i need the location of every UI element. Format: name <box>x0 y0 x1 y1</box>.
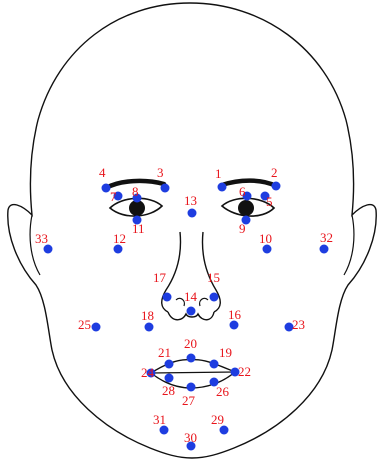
landmark-label-33: 33 <box>35 231 48 246</box>
landmark-point-28 <box>165 374 174 383</box>
landmark-label-21: 21 <box>158 345 171 360</box>
landmark-label-29: 29 <box>211 412 224 427</box>
landmark-label-3: 3 <box>157 165 164 180</box>
landmark-point-20 <box>187 354 196 363</box>
landmark-label-1: 1 <box>215 166 222 181</box>
right-eyebrow <box>222 181 276 186</box>
landmark-label-28: 28 <box>162 383 175 398</box>
landmark-label-15: 15 <box>207 270 220 285</box>
landmark-point-15 <box>210 293 219 302</box>
landmark-point-21 <box>165 360 174 369</box>
landmark-label-23: 23 <box>292 317 305 332</box>
landmark-label-2: 2 <box>271 165 278 180</box>
landmark-label-11: 11 <box>132 221 145 236</box>
landmark-label-30: 30 <box>184 430 197 445</box>
landmark-point-14 <box>187 307 196 316</box>
landmark-point-25 <box>92 323 101 332</box>
landmark-label-14: 14 <box>184 289 198 304</box>
landmark-point-13 <box>188 209 197 218</box>
landmark-label-26: 26 <box>216 384 230 399</box>
landmark-label-12: 12 <box>113 231 126 246</box>
landmark-point-18 <box>145 323 154 332</box>
lip-line <box>151 372 235 373</box>
landmark-label-31: 31 <box>153 412 166 427</box>
landmark-point-17 <box>163 293 172 302</box>
landmark-label-27: 27 <box>182 393 196 408</box>
landmark-point-2 <box>272 182 281 191</box>
right-nostril <box>200 298 208 306</box>
landmark-label-25: 25 <box>78 317 91 332</box>
landmark-label-20: 20 <box>184 336 197 351</box>
landmark-label-32: 32 <box>320 230 333 245</box>
right-pupil <box>238 200 254 216</box>
landmark-point-19 <box>210 360 219 369</box>
landmark-label-9: 9 <box>239 221 246 236</box>
landmark-point-27 <box>187 383 196 392</box>
landmark-label-24: 24 <box>141 365 155 380</box>
landmark-label-19: 19 <box>219 345 232 360</box>
landmark-label-13: 13 <box>184 193 197 208</box>
landmark-point-3 <box>161 184 170 193</box>
landmark-label-16: 16 <box>228 307 242 322</box>
right-ear-inner <box>344 215 354 275</box>
landmark-label-10: 10 <box>259 231 272 246</box>
landmark-label-8: 8 <box>132 184 139 199</box>
landmark-point-32 <box>320 245 329 254</box>
landmark-label-6: 6 <box>239 184 246 199</box>
landmark-label-17: 17 <box>153 270 167 285</box>
landmark-label-22: 22 <box>238 364 251 379</box>
landmark-label-7: 7 <box>110 189 117 204</box>
landmark-label-5: 5 <box>266 194 273 209</box>
landmark-label-4: 4 <box>99 165 106 180</box>
landmark-label-18: 18 <box>141 308 154 323</box>
landmark-point-1 <box>218 183 227 192</box>
